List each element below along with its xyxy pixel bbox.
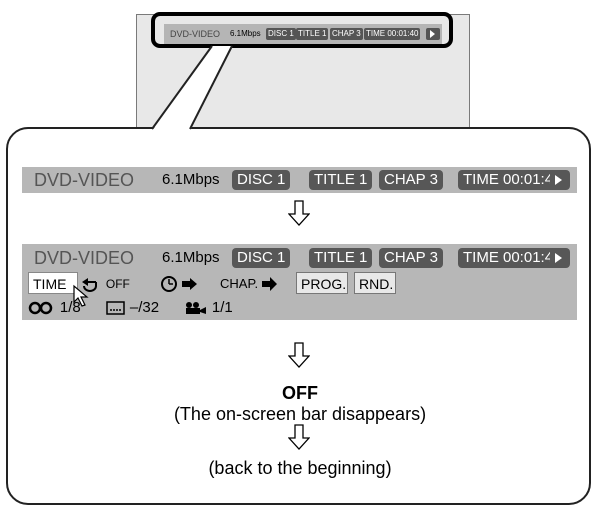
repeat-option[interactable]: OFF: [80, 272, 150, 294]
down-arrow-icon: [288, 200, 310, 226]
onscreen-bar-collapsed: DVD-VIDEO 6.1Mbps DISC 1 TITLE 1 CHAP 3 …: [22, 167, 577, 193]
chapter-search-label: CHAP.: [220, 276, 259, 291]
angle-option[interactable]: 1/1: [184, 296, 254, 318]
bitrate-text: 6.1Mbps: [162, 171, 220, 188]
angle-value: 1/1: [211, 299, 233, 316]
clock-arrow-icon: [161, 276, 197, 293]
off-note: (The on-screen bar disappears): [173, 404, 427, 424]
disc-chip: DISC 1: [232, 248, 291, 268]
mini-onscreen-bar: DVD-VIDEO 6.1Mbps DISC 1 TITLE 1 CHAP 3 …: [164, 24, 442, 44]
subtitle-option[interactable]: –/32: [106, 296, 178, 318]
down-arrow-icon: [288, 424, 310, 450]
title-chip: TITLE 1: [309, 170, 373, 190]
back-note: (back to the beginning): [208, 458, 392, 478]
bar-highlight-ring: [151, 12, 453, 48]
camera-icon: [186, 302, 206, 315]
mini-chapter-chip: CHAP 3: [330, 28, 363, 40]
title-chip: TITLE 1: [309, 248, 373, 268]
repeat-label: OFF: [105, 277, 130, 291]
program-option[interactable]: PROG.: [296, 272, 348, 294]
mini-time-chip: TIME 00:01:40: [364, 28, 421, 40]
mini-source-label: DVD-VIDEO: [170, 29, 221, 39]
chapter-chip: CHAP 3: [379, 170, 443, 190]
subtitle-value: –/32: [129, 299, 160, 316]
time-chip: TIME 00:01:40: [458, 248, 567, 268]
down-arrow-icon: [288, 342, 310, 368]
mini-play-icon: [426, 28, 440, 40]
off-label: OFF: [282, 383, 318, 403]
audio-option[interactable]: 1/8: [28, 296, 98, 318]
audio-value: 1/8: [59, 299, 81, 316]
onscreen-bar-expanded: DVD-VIDEO 6.1Mbps DISC 1 TITLE 1 CHAP 3 …: [22, 244, 577, 320]
chapter-chip: CHAP 3: [379, 248, 443, 268]
disc-chip: DISC 1: [232, 170, 291, 190]
time-option[interactable]: TIME: [28, 272, 78, 294]
mini-title-chip: TITLE 1: [296, 28, 329, 40]
right-arrow-icon: [261, 277, 277, 292]
time-search-option[interactable]: [160, 272, 216, 294]
cursor-icon: [73, 284, 89, 307]
audio-icon: [28, 302, 53, 315]
source-label: DVD-VIDEO: [34, 248, 135, 268]
random-option[interactable]: RND.: [354, 272, 396, 294]
bitrate-text: 6.1Mbps: [162, 249, 220, 266]
mini-bitrate: 6.1Mbps: [230, 29, 261, 38]
mini-disc-chip: DISC 1: [266, 28, 296, 40]
repeat-icon: [82, 278, 97, 293]
chapter-search-option[interactable]: CHAP.: [220, 272, 290, 294]
source-label: DVD-VIDEO: [34, 170, 135, 190]
subtitle-icon: [106, 301, 125, 316]
play-icon: [550, 170, 570, 190]
play-icon: [550, 248, 570, 268]
time-chip: TIME 00:01:40: [458, 170, 567, 190]
